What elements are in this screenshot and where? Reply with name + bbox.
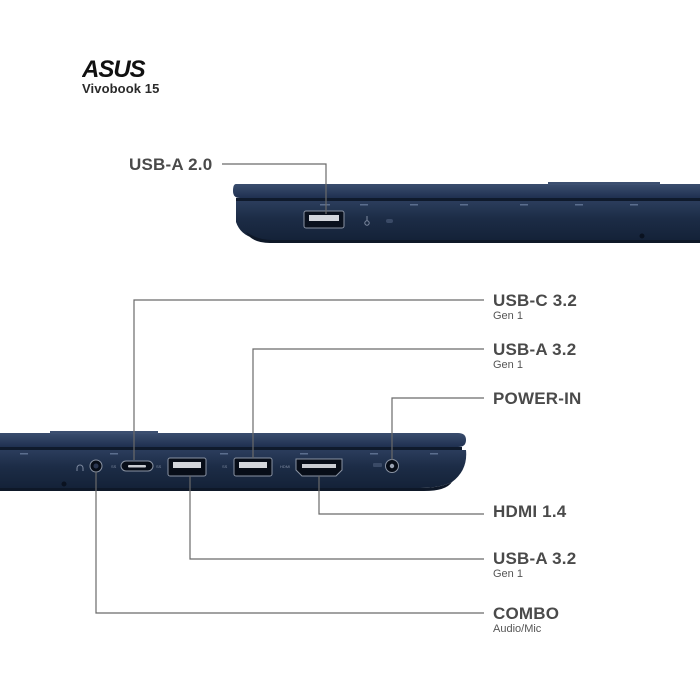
combo-audio-jack bbox=[89, 459, 103, 473]
callout-usb-a-3-top bbox=[252, 348, 484, 458]
callout-hdmi bbox=[318, 476, 484, 515]
label-usb-a-3-top-main: USB-A 3.2 bbox=[493, 340, 577, 359]
label-usb-a-3-top-sub: Gen 1 bbox=[493, 359, 523, 371]
svg-text:SS: SS bbox=[111, 464, 117, 469]
label-combo-main: COMBO bbox=[493, 604, 560, 623]
lock-slot-icon bbox=[386, 219, 393, 223]
callout-usb-c bbox=[133, 299, 484, 460]
svg-text:SS: SS bbox=[156, 464, 162, 469]
callout-power-in bbox=[391, 397, 484, 460]
hdmi-port bbox=[295, 458, 343, 477]
label-usb-a-3-bottom: USB-A 3.2 Gen 1 bbox=[493, 550, 576, 580]
label-combo: COMBO Audio/Mic bbox=[493, 605, 559, 635]
label-hdmi: HDMI 1.4 bbox=[493, 503, 566, 520]
asus-logo: ASUS bbox=[82, 58, 147, 80]
usb-a-3-port-left: SS bbox=[156, 457, 207, 477]
usb-a-2-port bbox=[303, 210, 345, 229]
label-usb-a-3-bottom-sub: Gen 1 bbox=[493, 568, 523, 580]
brand-block: ASUS Vivobook 15 bbox=[82, 58, 166, 96]
usb-c-port: SS bbox=[111, 460, 154, 472]
label-usb-a-2-main: USB-A 2.0 bbox=[129, 155, 213, 174]
power-icon bbox=[373, 463, 382, 467]
callout-combo bbox=[95, 472, 484, 614]
hdmi-icon: HDMI bbox=[280, 464, 290, 469]
label-usb-c-sub: Gen 1 bbox=[493, 310, 523, 322]
label-usb-c-main: USB-C 3.2 bbox=[493, 291, 577, 310]
label-usb-a-3-bottom-main: USB-A 3.2 bbox=[493, 549, 577, 568]
label-usb-c: USB-C 3.2 Gen 1 bbox=[493, 292, 577, 322]
label-usb-a-3-top: USB-A 3.2 Gen 1 bbox=[493, 341, 576, 371]
label-power-in: POWER-IN bbox=[493, 390, 581, 407]
svg-text:HDMI: HDMI bbox=[280, 464, 290, 469]
label-hdmi-main: HDMI 1.4 bbox=[493, 502, 567, 521]
model-name: Vivobook 15 bbox=[82, 81, 160, 96]
svg-text:ASUS: ASUS bbox=[82, 58, 146, 80]
label-power-in-main: POWER-IN bbox=[493, 389, 582, 408]
callout-lines bbox=[95, 163, 484, 614]
label-usb-a-2: USB-A 2.0 bbox=[129, 156, 212, 173]
callout-usb-a-3-bottom bbox=[189, 476, 484, 560]
laptop-left-side bbox=[233, 182, 700, 243]
label-combo-sub: Audio/Mic bbox=[493, 623, 542, 635]
laptop-right-side: SS SS SS HDMI bbox=[0, 431, 467, 491]
headphone-icon bbox=[76, 464, 84, 471]
callout-usb-a-2 bbox=[222, 163, 327, 214]
usb-icon bbox=[364, 216, 370, 226]
power-in-jack bbox=[385, 459, 399, 473]
svg-text:SS: SS bbox=[222, 464, 228, 469]
